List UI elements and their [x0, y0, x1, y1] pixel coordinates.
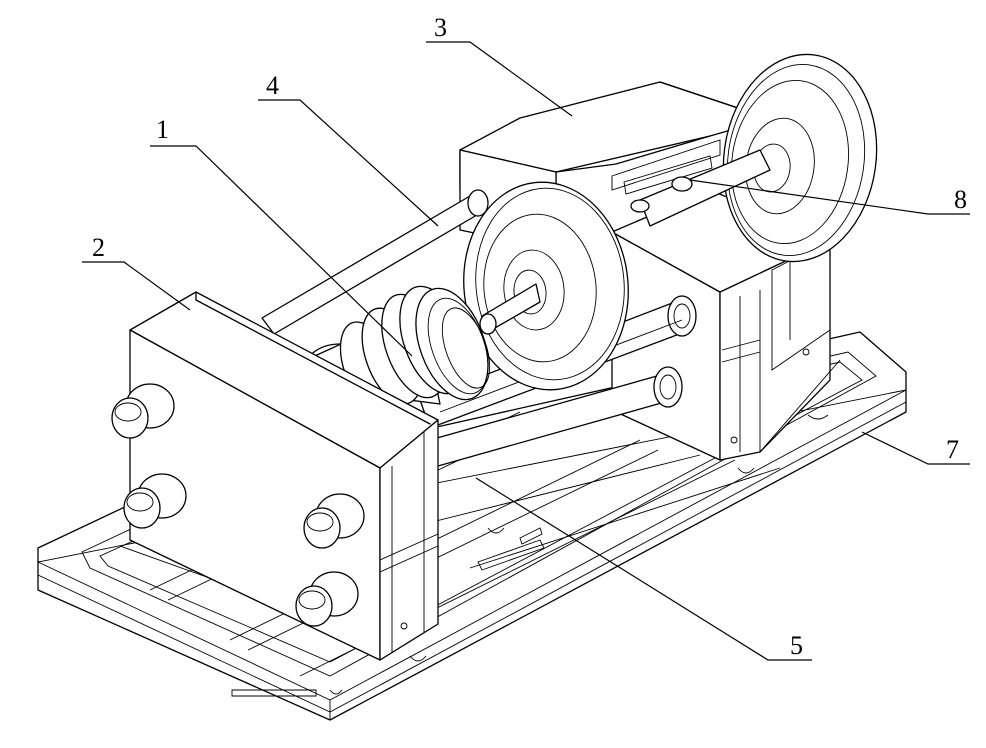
rear-axle [630, 149, 771, 227]
callout-8: 8 [954, 185, 967, 214]
callout-3: 3 [434, 13, 447, 42]
boss-bottom-right [295, 571, 359, 627]
boss-mid-left [123, 473, 187, 529]
front-wheel [463, 181, 629, 391]
callout-leaders [82, 41, 970, 661]
rear-wheel [722, 53, 878, 263]
callout-labels: 1 2 3 4 5 7 8 [92, 13, 967, 660]
left-box [111, 291, 439, 661]
callout-2: 2 [92, 233, 105, 262]
callout-1: 1 [156, 115, 169, 144]
boss-mid-right [303, 493, 365, 549]
callout-5: 5 [790, 631, 803, 660]
callout-4: 4 [266, 71, 279, 100]
callout-7: 7 [946, 435, 959, 464]
boss-top-left [111, 383, 175, 439]
